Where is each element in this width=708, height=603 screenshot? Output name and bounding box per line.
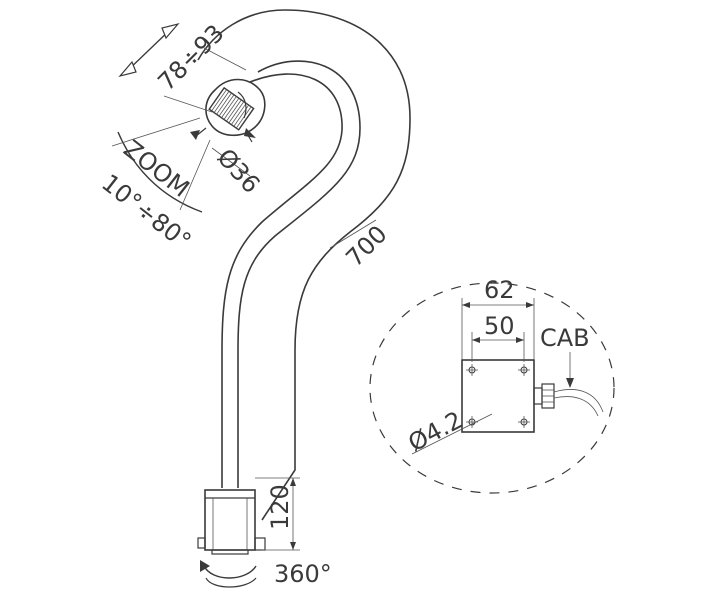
base-height-dimension: [255, 477, 300, 551]
hole-leader: [411, 413, 493, 455]
gooseneck-arm: [197, 9, 411, 521]
plate-hole: [518, 364, 530, 376]
base-mount: [197, 489, 266, 588]
plate-holes-label: 50: [484, 312, 515, 340]
plate-outer-label: 62: [484, 276, 515, 304]
head-range-dimension: [118, 22, 247, 113]
lamp-head: [190, 78, 266, 143]
diameter-label: Ø36: [212, 143, 266, 198]
plate-hole: [518, 416, 530, 428]
plate-hole: [466, 364, 478, 376]
detail-circle: [369, 282, 615, 494]
mounting-plate: [461, 359, 604, 433]
arm-length-label: 700: [340, 220, 392, 272]
base-height-label: 120: [266, 484, 294, 530]
plate-dimensions: [461, 298, 535, 362]
cable-label: CAB: [540, 324, 590, 352]
rotation-label: 360°: [274, 560, 332, 588]
zoom-arc: [111, 117, 211, 213]
hole-diameter-label: Ø4.2: [404, 406, 468, 458]
arm-length-line: [329, 219, 377, 249]
cable-arrow: [566, 352, 574, 388]
diameter-leader: [211, 147, 251, 177]
